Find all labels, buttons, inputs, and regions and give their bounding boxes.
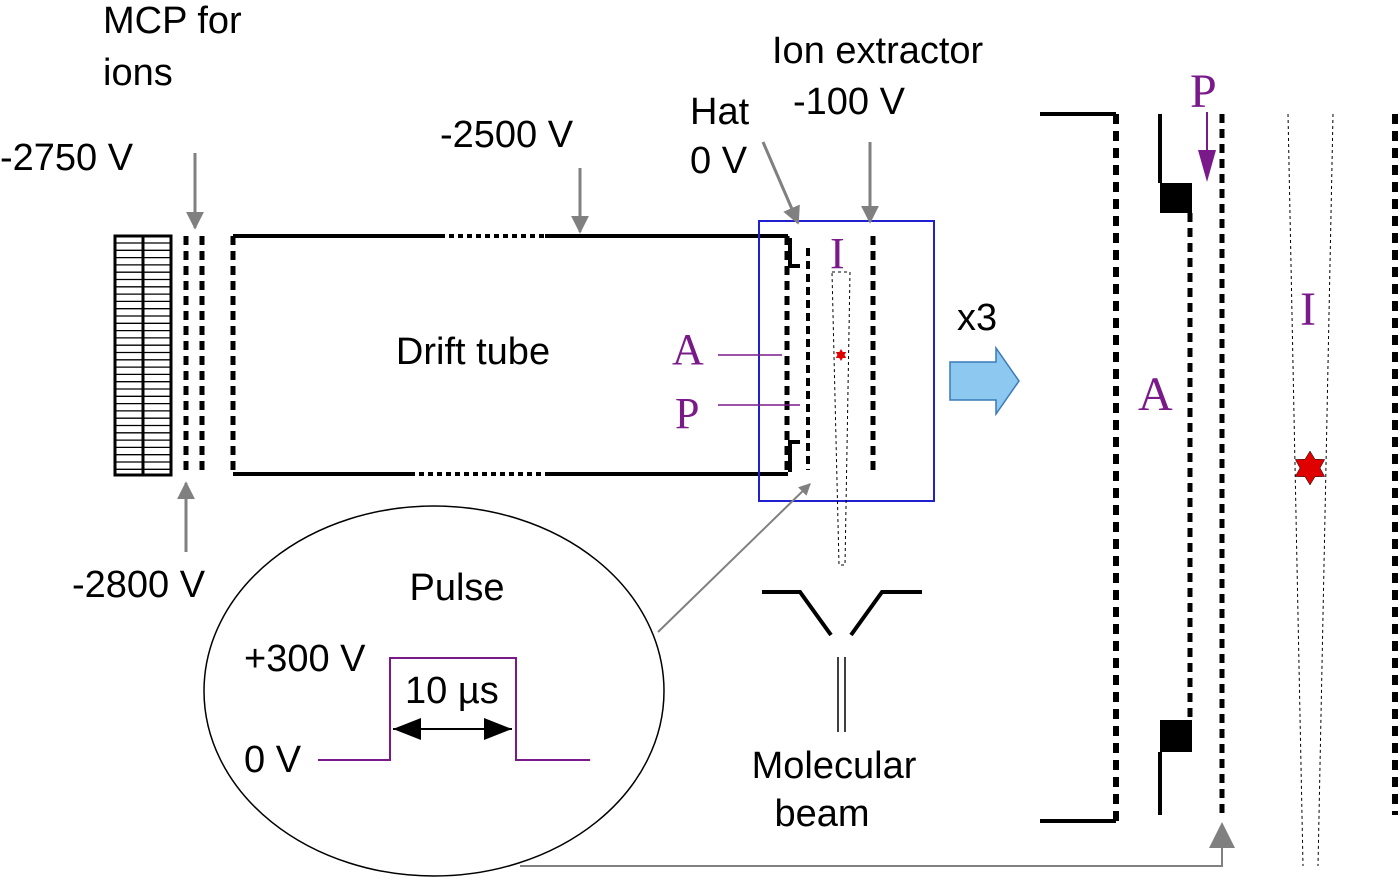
pulse-high-label: +300 V bbox=[244, 638, 366, 680]
magnify-label: x3 bbox=[957, 297, 997, 339]
drift-tube bbox=[230, 234, 788, 476]
pulse-waveform bbox=[318, 657, 590, 761]
zoom-label-i: I bbox=[1300, 283, 1316, 336]
drift-tube-label: Drift tube bbox=[396, 331, 550, 373]
hat-voltage-arrow bbox=[761, 141, 800, 225]
hat-label-line1: Hat bbox=[690, 91, 750, 133]
pulse-width-arrowhead-right bbox=[484, 718, 512, 740]
hat-label-line2: 0 V bbox=[690, 140, 748, 182]
grid-voltage-label: -2800 V bbox=[72, 564, 206, 606]
pulse-low-label: 0 V bbox=[244, 739, 302, 781]
hat-electrode bbox=[784, 236, 800, 474]
pulse-width-arrowhead-left bbox=[393, 718, 421, 740]
beam-label-line2: beam bbox=[774, 793, 869, 835]
pulse-title: Pulse bbox=[409, 567, 504, 609]
plate-label-i: I bbox=[830, 229, 845, 278]
mcp-detector bbox=[113, 234, 173, 477]
extractor-label-line2: -100 V bbox=[793, 81, 906, 123]
zoom-label-a: A bbox=[1138, 368, 1173, 421]
zoom-hat-electrode bbox=[1040, 112, 1119, 823]
pulse-connector bbox=[657, 483, 811, 633]
mcp-voltage-label: -2750 V bbox=[0, 137, 134, 179]
zoom-label-p: P bbox=[1190, 65, 1217, 118]
zoom-plate-a bbox=[1158, 114, 1192, 815]
pulse-width-label: 10 µs bbox=[405, 670, 499, 712]
magnify-arrow bbox=[949, 345, 1020, 417]
zoom-connector-arrowhead bbox=[1209, 822, 1235, 848]
ion-marker-zoom bbox=[1294, 450, 1326, 486]
plate-label-p: P bbox=[675, 389, 699, 438]
extractor-label-line1: Ion extractor bbox=[772, 30, 984, 72]
pulse-inset bbox=[203, 505, 665, 877]
molecular-beam-cone bbox=[831, 271, 851, 566]
zoom-beam-edge-right bbox=[1317, 113, 1334, 867]
zoom-p-arrowhead bbox=[1198, 150, 1216, 182]
plate-label-a: A bbox=[672, 325, 704, 374]
ion-marker-small bbox=[835, 349, 847, 361]
mcp-label-line2: ions bbox=[103, 52, 173, 94]
drift-voltage-label: -2500 V bbox=[440, 114, 574, 156]
skimmer-nozzle bbox=[762, 590, 922, 732]
mcp-label-line1: MCP for bbox=[103, 0, 242, 42]
zoom-connector bbox=[520, 832, 1223, 867]
zoom-beam-edge-left bbox=[1287, 113, 1304, 867]
beam-label-line1: Molecular bbox=[752, 745, 917, 787]
